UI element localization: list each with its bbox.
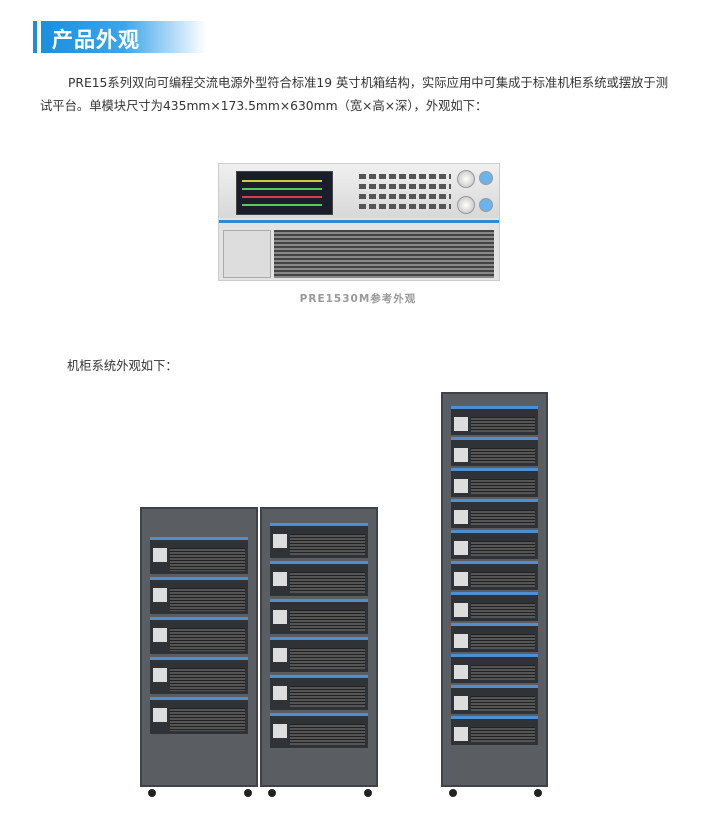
rack-module	[270, 599, 368, 634]
knob-icon	[457, 170, 475, 188]
device-image-pre1530m	[218, 163, 500, 281]
caster-wheel	[244, 789, 252, 797]
heading-background	[41, 21, 206, 53]
rack-module	[270, 713, 368, 748]
rack-module	[451, 716, 538, 745]
device-display	[236, 171, 333, 215]
rack-module	[150, 657, 248, 694]
knob-icon	[457, 196, 475, 214]
heading-accent-bar	[33, 21, 37, 53]
rack-module	[451, 623, 538, 652]
rack-module	[451, 685, 538, 714]
device-keypad	[359, 174, 451, 210]
rack-module	[270, 523, 368, 558]
power-icon	[479, 198, 493, 212]
cabinet-intro: 机柜系统外观如下：	[67, 359, 178, 373]
cabinet-rack	[140, 507, 258, 797]
rack-module	[270, 637, 368, 672]
rack-module	[451, 406, 538, 435]
cabinet-rack	[260, 507, 378, 797]
power-icon	[479, 171, 493, 185]
rack-module	[270, 561, 368, 596]
rack-module	[150, 537, 248, 574]
rack-module	[451, 530, 538, 559]
figure-caption: PRE1530M参考外观	[299, 293, 417, 305]
caster-wheel	[534, 789, 542, 797]
caster-wheel	[148, 789, 156, 797]
rack-module	[451, 499, 538, 528]
rack-module	[451, 592, 538, 621]
rack-module	[150, 697, 248, 734]
section-title: 产品外观	[52, 28, 140, 52]
vent-grill	[274, 230, 494, 278]
caster-wheel	[364, 789, 372, 797]
rack-module	[270, 675, 368, 710]
intro-paragraph: PRE15系列双向可编程交流电源外型符合标准19 英寸机箱结构，实际应用中可集成…	[40, 76, 668, 113]
terminal-plate	[223, 230, 271, 278]
rack-module	[150, 617, 248, 654]
caster-wheel	[268, 789, 276, 797]
caster-wheel	[449, 789, 457, 797]
cabinet-rack	[441, 392, 548, 797]
rack-module	[150, 577, 248, 614]
rack-module	[451, 561, 538, 590]
rack-module	[451, 437, 538, 466]
rack-module	[451, 468, 538, 497]
rack-module	[451, 654, 538, 683]
